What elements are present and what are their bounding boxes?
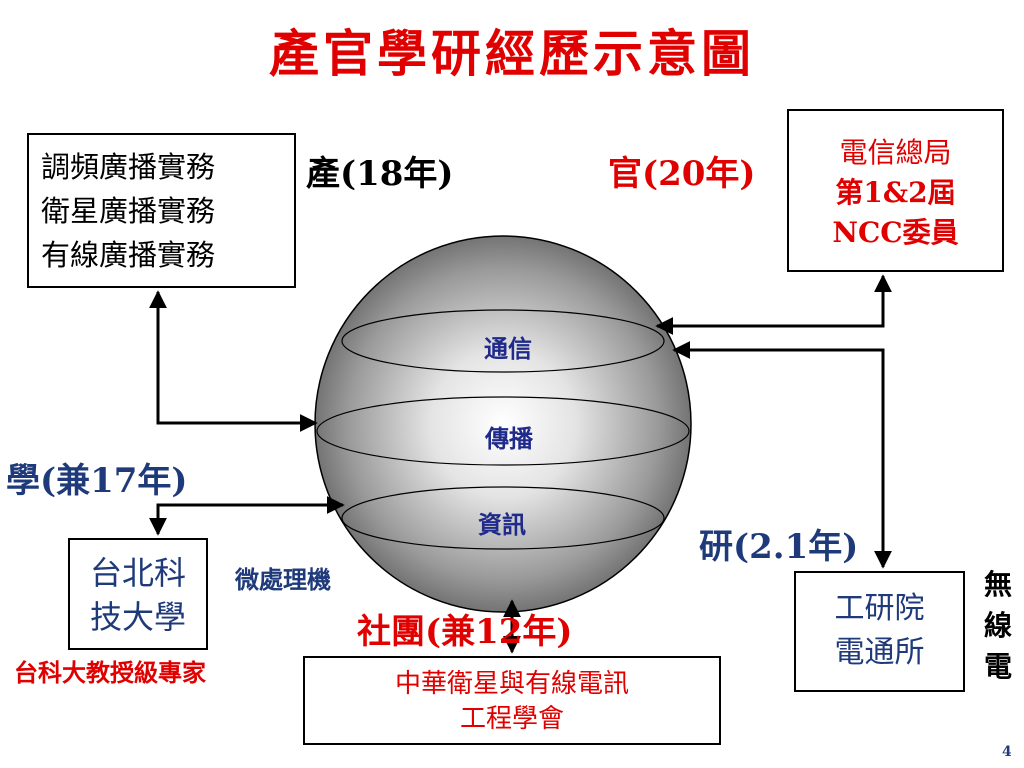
government-label: 官(20年) <box>608 154 756 194</box>
research-side-char: 線 <box>983 609 1012 642</box>
academia-label: 學(兼17年) <box>6 461 188 501</box>
society-label: 社團(兼12年) <box>357 612 573 652</box>
page-title: 產官學研經歷示意圖 <box>269 24 755 83</box>
industry-label: 產(18年) <box>306 154 454 194</box>
society-line: 中華衛星與有線電訊 <box>394 669 629 699</box>
connector-academia <box>149 496 345 536</box>
research-side-char: 電 <box>983 650 1012 683</box>
page-number: 4 <box>1002 744 1012 760</box>
academia-box: 台北科 技大學 <box>68 538 208 650</box>
industry-line: 調頻廣播實務 <box>41 150 216 184</box>
society-box: 中華衛星與有線電訊 工程學會 <box>303 656 721 745</box>
academia-line: 台北科 <box>89 554 186 592</box>
government-line: 電信總局 <box>839 136 952 169</box>
research-side-note: 無 線 電 <box>978 564 1018 687</box>
academia-expert-note: 台科大教授級專家 <box>14 658 206 687</box>
academia-line: 技大學 <box>89 598 186 636</box>
band-label-broadcast: 傳播 <box>484 424 534 453</box>
government-box: 電信總局 第1&2屆 NCC委員 <box>787 109 1004 272</box>
research-box: 工研院 電通所 <box>794 571 965 692</box>
industry-line: 有線廣播實務 <box>41 238 216 272</box>
research-label: 研(2.1年) <box>699 527 859 567</box>
connector-industry <box>149 290 318 432</box>
research-side-char: 無 <box>983 568 1012 601</box>
connector-government <box>655 274 892 335</box>
research-line: 工研院 <box>834 591 925 626</box>
research-line: 電通所 <box>834 635 925 670</box>
industry-box: 調頻廣播實務 衛星廣播實務 有線廣播實務 <box>27 133 296 288</box>
society-line: 工程學會 <box>459 704 564 734</box>
connector-research <box>672 341 892 569</box>
government-line: 第1&2屆 <box>835 176 956 209</box>
government-line: NCC委員 <box>832 216 959 249</box>
band-label-information: 資訊 <box>478 510 526 539</box>
industry-line: 衛星廣播實務 <box>41 194 216 228</box>
sphere-band-top <box>341 309 665 373</box>
band-label-telecom: 通信 <box>484 334 532 363</box>
academia-note: 微處理機 <box>235 565 331 594</box>
